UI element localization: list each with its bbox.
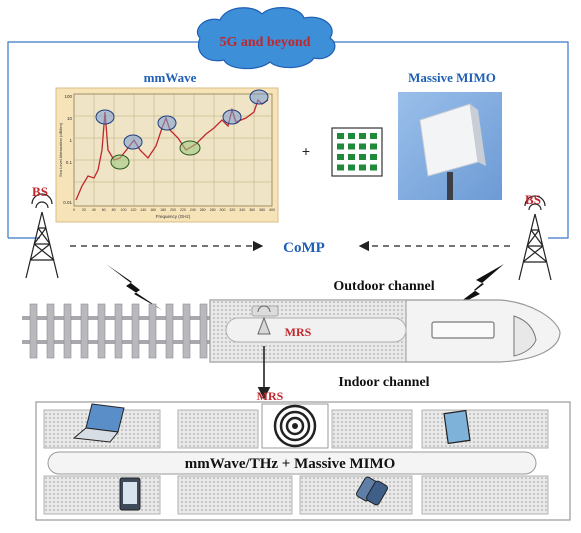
plus-sign: + [302, 143, 310, 159]
x-tick: 340 [239, 208, 245, 212]
antenna-element [359, 133, 366, 139]
rail-sleeper [165, 303, 174, 359]
antenna-element [348, 154, 355, 160]
antenna-element [337, 164, 344, 171]
rail-sleeper [63, 303, 72, 359]
bs-right-label: BS [525, 192, 541, 207]
cloud-label: 5G and beyond [219, 35, 310, 50]
left-tower-icon [25, 193, 59, 279]
x-tick: 180 [160, 208, 166, 212]
y-tick: 1 [69, 138, 72, 143]
x-tick: 220 [180, 208, 186, 212]
y-tick: 0.01 [63, 200, 72, 205]
outdoor-channel-label: Outdoor channel [333, 279, 434, 294]
rail-sleeper [148, 303, 157, 359]
laptop-icon [72, 403, 125, 443]
antenna-array-icon [331, 127, 383, 177]
rail-sleeper [199, 303, 208, 359]
car-banner-label: mmWave/THz + Massive MIMO [185, 456, 396, 472]
x-tick: 0 [73, 208, 75, 212]
antenna-element [348, 133, 355, 139]
antenna-element [337, 143, 344, 150]
cloud-icon [196, 7, 336, 70]
right-tower-icon [518, 195, 552, 281]
phone-icon [119, 477, 141, 511]
x-tick: 160 [150, 208, 156, 212]
train [209, 299, 561, 363]
x-tick: 360 [249, 208, 255, 212]
x-tick: 140 [140, 208, 146, 212]
antenna-element [337, 154, 344, 160]
x-tick: 60 [102, 208, 106, 212]
x-tick: 280 [210, 208, 216, 212]
antenna-element [370, 133, 377, 139]
comp-label: CoMP [283, 240, 325, 256]
flip-phone-icon [356, 476, 388, 506]
peak-circle [222, 109, 242, 125]
bs-left-label: BS [32, 184, 48, 199]
peak-circle [123, 134, 143, 150]
peak-circle [157, 115, 177, 131]
x-tick: 200 [170, 208, 176, 212]
x-tick: 320 [229, 208, 235, 212]
massive-mimo-panel-image [398, 92, 502, 200]
peak-circle [95, 109, 115, 125]
rail-sleeper [182, 303, 191, 359]
rail-sleeper [131, 303, 140, 359]
antenna-element [359, 143, 366, 150]
rail-sleeper [46, 303, 55, 359]
x-tick: 240 [190, 208, 196, 212]
lightning-bolt-icon [106, 264, 162, 310]
mmwave-label: mmWave [144, 70, 197, 85]
chart-ylabel: Sea Level Attenuation (dB/km) [58, 122, 63, 177]
antenna-element [370, 143, 377, 150]
y-tick: 100 [64, 94, 72, 99]
train-antenna-icon [257, 316, 271, 335]
x-tick: 20 [82, 208, 86, 212]
y-tick: 0.1 [66, 160, 73, 165]
x-tick: 260 [200, 208, 206, 212]
antenna-element [348, 143, 355, 150]
peak-circle [249, 89, 269, 105]
indoor-channel-label: Indoor channel [338, 375, 429, 390]
mrs-train-label: MRS [285, 325, 312, 339]
x-tick: 380 [259, 208, 265, 212]
antenna-element [359, 154, 366, 160]
x-tick: 400 [269, 208, 275, 212]
access-point-icon [261, 403, 329, 449]
frame-lines [7, 41, 569, 239]
mrs-car-label: MRS [257, 389, 284, 403]
x-tick: 100 [121, 208, 127, 212]
x-tick: 40 [92, 208, 96, 212]
antenna-element [337, 133, 344, 139]
x-tick: 80 [112, 208, 116, 212]
rail-sleeper [97, 303, 106, 359]
rail-sleeper [29, 303, 38, 359]
massive-mimo-label: Massive MIMO [408, 70, 496, 85]
lightning-bolt-icon [452, 264, 504, 308]
chart-xlabel: Frequency (GHz) [156, 214, 191, 219]
antenna-element [348, 164, 355, 171]
window-circle [179, 140, 201, 156]
antenna-element [370, 164, 377, 171]
x-tick: 120 [130, 208, 136, 212]
x-tick: 300 [220, 208, 226, 212]
y-tick: 10 [67, 116, 73, 121]
antenna-element [370, 154, 377, 160]
rail-sleeper [114, 303, 123, 359]
tablet-icon [443, 409, 471, 445]
window-circle [110, 154, 130, 170]
railway-track [22, 303, 237, 359]
rail-sleeper [80, 303, 89, 359]
antenna-element [359, 164, 366, 171]
